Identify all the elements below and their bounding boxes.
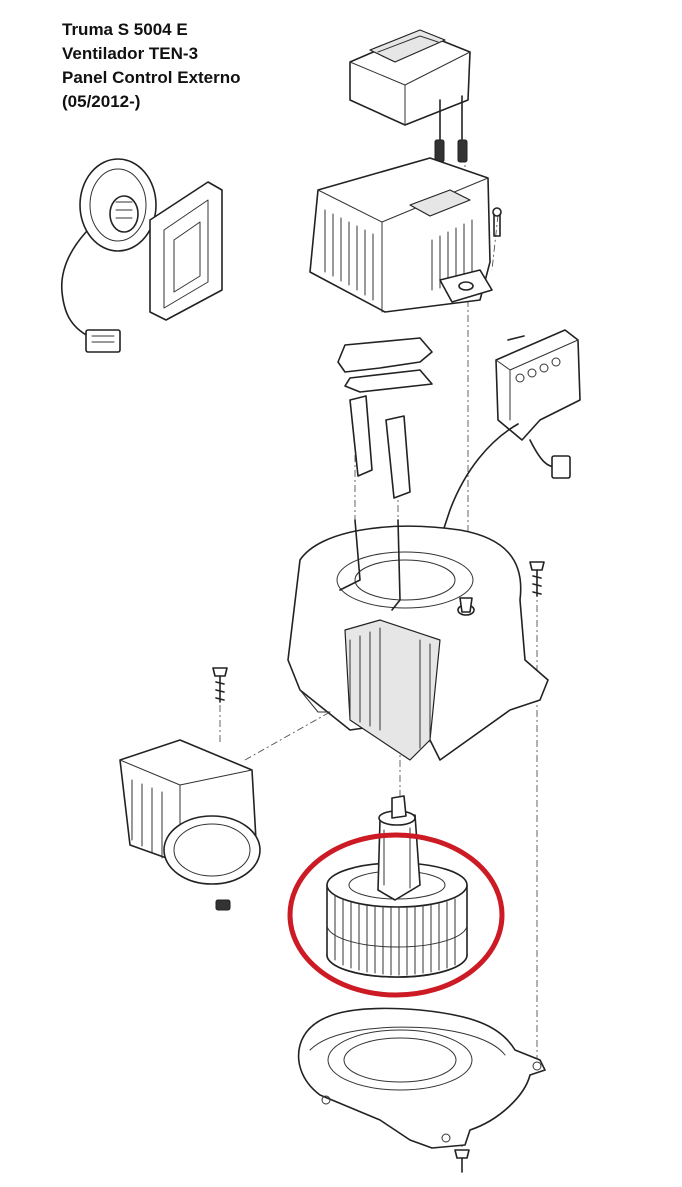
title-block: Truma S 5004 E Ventilador TEN-3 Panel Co…: [62, 18, 241, 114]
fan-housing: [287, 519, 549, 761]
impeller-highlight-ring: [287, 832, 505, 998]
external-control-panel: [60, 158, 223, 353]
transformer: [349, 29, 471, 163]
title-line-fan: Ventilador TEN-3: [62, 44, 199, 63]
mounting-plate: [297, 1007, 546, 1149]
control-board: [423, 329, 581, 591]
title-line-panel: Panel Control Externo: [62, 68, 241, 87]
clamp-supports: [349, 395, 411, 499]
fan-motor-housing-cover: [309, 157, 502, 313]
air-outlet-connector: [119, 739, 261, 911]
title-line-model: Truma S 5004 E: [62, 20, 188, 39]
fan-impeller: [326, 795, 468, 978]
screws: [212, 561, 545, 1173]
title-line-date: (05/2012-): [62, 92, 141, 111]
wire-clip: [337, 337, 433, 393]
